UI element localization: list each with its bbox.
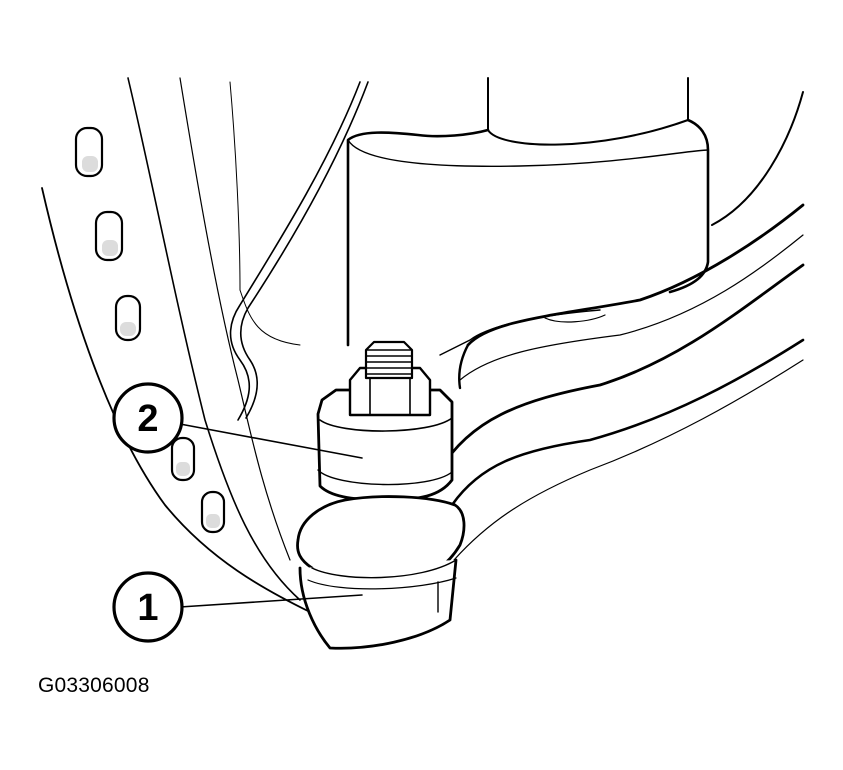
callout-2-number: 2 xyxy=(137,398,158,440)
callout-1-number: 1 xyxy=(137,587,158,629)
callout-1 xyxy=(112,571,184,643)
callout-1-circle xyxy=(112,571,184,643)
rotor-vent-slots xyxy=(74,126,226,534)
leader-line-1 xyxy=(179,594,363,608)
callout-2-circle xyxy=(112,382,184,454)
brake-rotor xyxy=(41,77,311,613)
steering-arm xyxy=(438,203,805,561)
tie-rod-nut xyxy=(316,340,454,502)
figure-id: G03306008 xyxy=(38,674,150,697)
tie-rod-end xyxy=(296,495,466,650)
leader-lines xyxy=(179,423,363,608)
callout-2 xyxy=(112,382,184,454)
leader-line-2 xyxy=(179,423,363,459)
brake-line xyxy=(229,81,369,421)
steering-knuckle xyxy=(346,77,804,356)
